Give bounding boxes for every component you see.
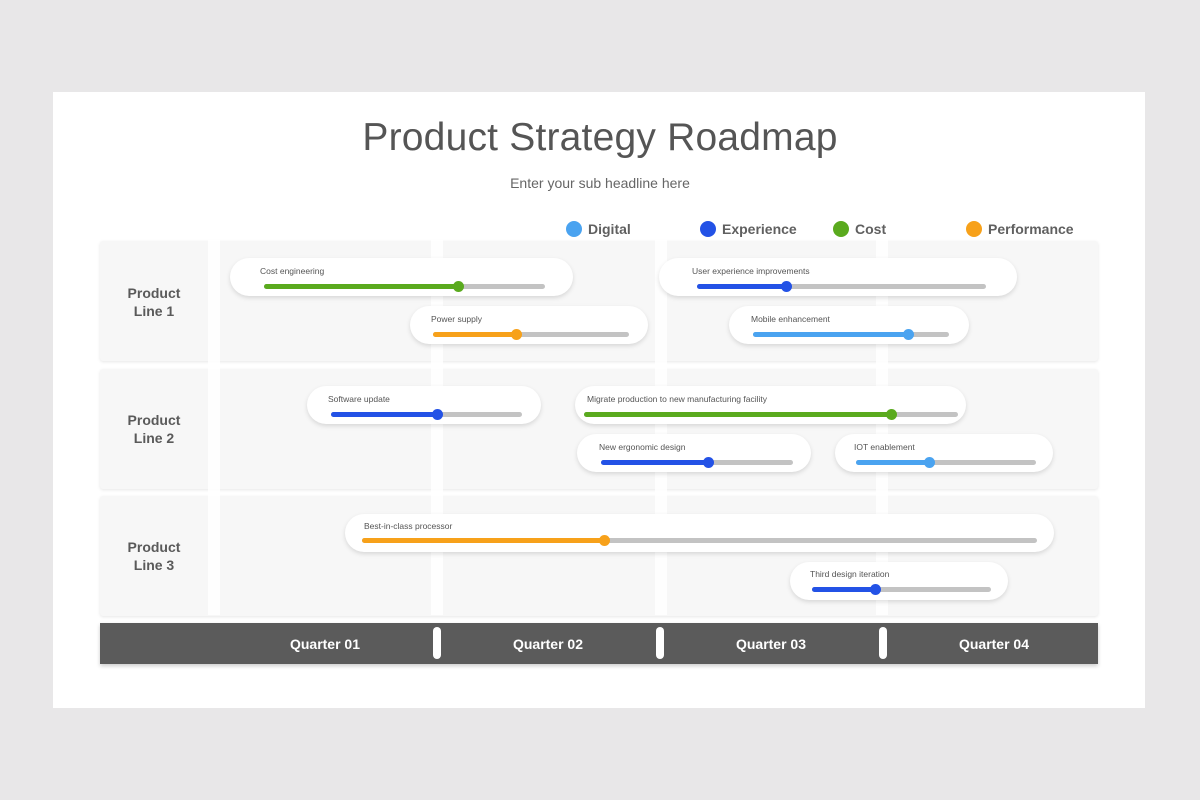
progress-handle[interactable] [453, 281, 464, 292]
progress-track [753, 329, 949, 340]
progress-fill [362, 538, 604, 543]
circle-icon [700, 221, 716, 237]
task-label: Power supply [431, 314, 483, 324]
lane-label-1: Product Line 1 [105, 284, 203, 320]
task-third-design-iteration[interactable]: Third design iteration [790, 562, 1008, 600]
grid-divider [431, 240, 443, 615]
progress-track [697, 281, 986, 292]
legend-label: Performance [988, 221, 1074, 237]
legend-item-digital: Digital [566, 220, 631, 238]
quarter-label-2: Quarter 02 [512, 636, 584, 652]
progress-fill [264, 284, 458, 289]
progress-handle[interactable] [903, 329, 914, 340]
quarter-separator [879, 627, 887, 659]
progress-track [584, 409, 958, 420]
progress-handle[interactable] [432, 409, 443, 420]
progress-fill [753, 332, 908, 337]
lane-label-3: Product Line 3 [105, 538, 203, 574]
lane-label-line: Line 2 [133, 430, 175, 446]
quarter-label-4: Quarter 04 [958, 636, 1030, 652]
progress-fill [331, 412, 437, 417]
progress-handle[interactable] [599, 535, 610, 546]
progress-track [433, 329, 629, 340]
task-label: New ergonomic design [599, 442, 686, 452]
progress-track [812, 584, 991, 595]
page-subtitle: Enter your sub headline here [510, 175, 690, 191]
task-new-ergonomic-design[interactable]: New ergonomic design [577, 434, 811, 472]
lane-label-2: Product Line 2 [105, 411, 203, 447]
progress-handle[interactable] [781, 281, 792, 292]
progress-fill [856, 460, 929, 465]
lane-label-line: Product [127, 539, 181, 555]
task-iot-enablement[interactable]: IOT enablement [835, 434, 1053, 472]
page-title: Product Strategy Roadmap [362, 116, 838, 159]
lane-label-line: Line 1 [133, 303, 175, 319]
task-best-in-class-processor[interactable]: Best-in-class processor [345, 514, 1054, 552]
circle-icon [966, 221, 982, 237]
circle-icon [833, 221, 849, 237]
task-label: Migrate production to new manufacturing … [587, 394, 768, 404]
legend-label: Cost [855, 221, 887, 237]
lane-label-line: Line 3 [133, 557, 175, 573]
progress-track [601, 457, 793, 468]
task-software-update[interactable]: Software update [307, 386, 541, 424]
quarter-separator [433, 627, 441, 659]
progress-track [856, 457, 1036, 468]
task-label: Best-in-class processor [364, 521, 453, 531]
task-migrate-production[interactable]: Migrate production to new manufacturing … [575, 386, 966, 424]
progress-handle[interactable] [924, 457, 935, 468]
task-cost-engineering[interactable]: Cost engineering [230, 258, 573, 296]
task-label: User experience improvements [692, 266, 810, 276]
legend-label: Digital [588, 221, 631, 237]
task-label: Cost engineering [260, 266, 325, 276]
task-label: IOT enablement [854, 442, 915, 452]
grid-divider [208, 240, 220, 615]
legend-item-experience: Experience [700, 220, 797, 238]
lane-label-line: Product [127, 412, 181, 428]
circle-icon [566, 221, 582, 237]
progress-fill [433, 332, 516, 337]
progress-fill [812, 587, 875, 592]
progress-track [264, 281, 545, 292]
progress-track [362, 535, 1037, 546]
grid-divider [655, 240, 667, 615]
task-power-supply[interactable]: Power supply [410, 306, 648, 344]
progress-fill [584, 412, 891, 417]
progress-fill [601, 460, 708, 465]
lane-label-line: Product [127, 285, 181, 301]
progress-handle[interactable] [870, 584, 881, 595]
legend-item-cost: Cost [833, 220, 886, 238]
legend-label: Experience [722, 221, 797, 237]
quarter-label-1: Quarter 01 [289, 636, 361, 652]
legend-item-performance: Performance [966, 220, 1074, 238]
progress-track [331, 409, 522, 420]
task-label: Software update [328, 394, 390, 404]
progress-handle[interactable] [886, 409, 897, 420]
quarter-axis-bar [100, 623, 1098, 664]
progress-fill [697, 284, 786, 289]
task-user-experience-improvements[interactable]: User experience improvements [659, 258, 1017, 296]
task-label: Third design iteration [810, 569, 890, 579]
progress-handle[interactable] [703, 457, 714, 468]
task-mobile-enhancement[interactable]: Mobile enhancement [729, 306, 969, 344]
task-label: Mobile enhancement [751, 314, 830, 324]
quarter-label-3: Quarter 03 [735, 636, 807, 652]
quarter-separator [656, 627, 664, 659]
progress-handle[interactable] [511, 329, 522, 340]
grid-divider [876, 240, 888, 615]
